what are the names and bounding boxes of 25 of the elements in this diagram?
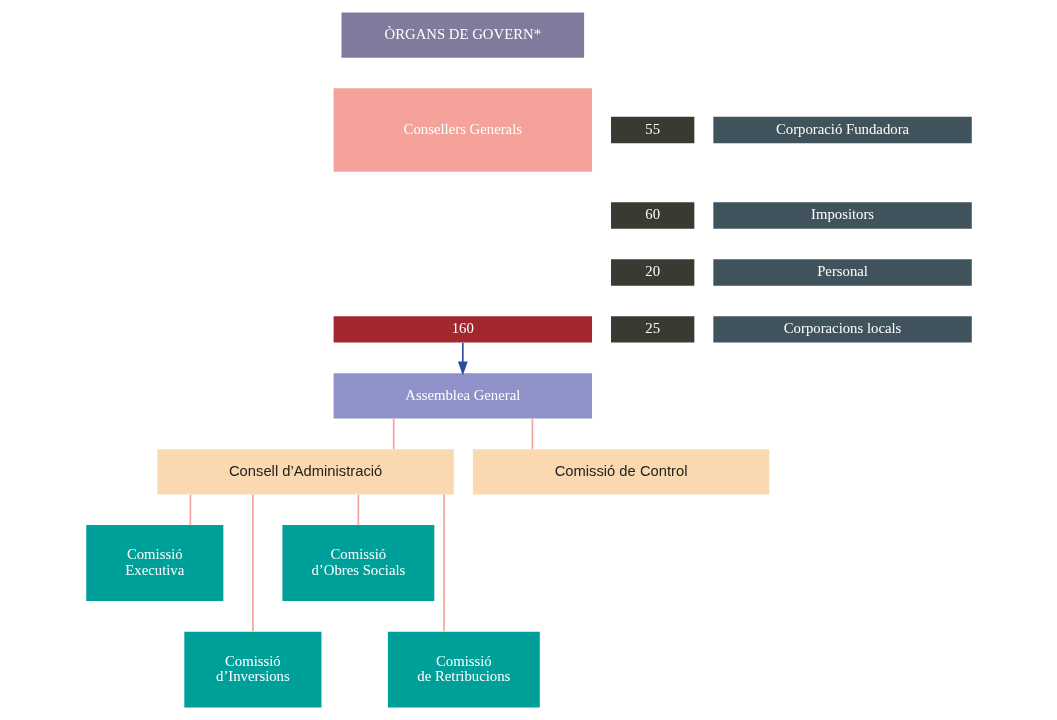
node-box: Consellers Generals	[333, 88, 592, 172]
connector	[442, 493, 445, 633]
node-box: Impositors	[712, 202, 972, 229]
connector	[189, 494, 191, 526]
node-box: 20	[610, 259, 694, 286]
node-box: Personal	[712, 259, 972, 286]
connector	[357, 494, 359, 526]
node-box: Comissió Executiva	[85, 525, 223, 602]
node-box: 60	[610, 202, 694, 229]
node-box: 25	[610, 316, 694, 343]
connector	[392, 417, 395, 450]
connector	[251, 493, 254, 633]
node-box: Comissió de Control	[472, 449, 769, 495]
node-box: Corporacions locals	[712, 316, 972, 343]
connector	[531, 417, 533, 450]
node-box: 55	[610, 116, 694, 144]
node-box: Comissió d’Obres Socials	[281, 525, 434, 602]
node-box: ÒRGANS DE GOVERN*	[341, 12, 584, 58]
node-box: Comissió de Retribucions	[387, 631, 540, 708]
node-box: Assemblea General	[333, 373, 592, 419]
node-box: Corporació Fundadora	[712, 116, 972, 144]
node-box: Consell d’Administració	[156, 449, 454, 495]
arrow	[457, 342, 468, 376]
node-box: Comissió d’Inversions	[183, 631, 321, 708]
node-box: 160	[333, 316, 592, 343]
